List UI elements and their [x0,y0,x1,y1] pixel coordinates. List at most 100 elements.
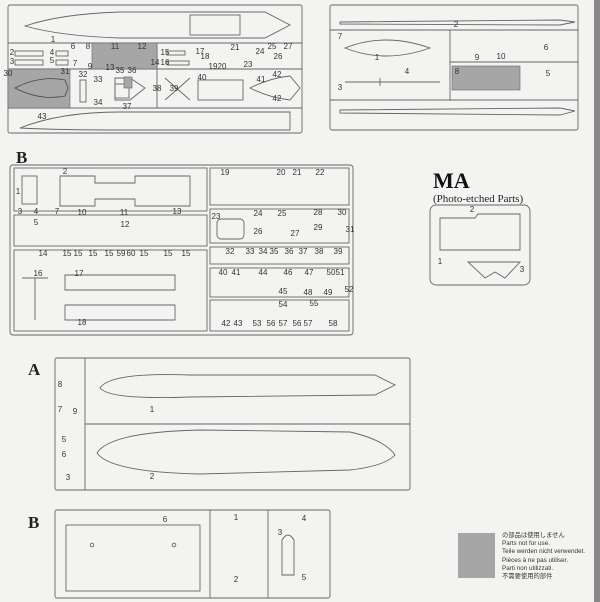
part-number-top-left: 17 [195,47,205,56]
part-number-b-main: 33 [245,247,255,256]
part-number-b-main: 12 [120,220,130,229]
part-number-top-left: 43 [37,112,47,121]
part-number-top-right: 9 [474,53,480,62]
part-number-b-main: 1 [15,187,21,196]
part-number-top-left: 14 [150,58,160,67]
part-number-b-main: 26 [253,227,263,236]
part-number-b-main: 47 [304,268,314,277]
part-number-b-main: 18 [77,318,87,327]
part-number-top-left: 30 [3,69,13,78]
part-number-b-main: 53 [252,319,262,328]
part-number-b-main: 58 [328,319,338,328]
part-number-b-main: 25 [277,209,287,218]
legend-line: Parts not for use. [502,540,550,548]
part-number-b-main: 56 [266,319,276,328]
part-number-b-main: 40 [218,268,228,277]
part-number-b-main: 31 [345,225,355,234]
photo-etched-title: MA [433,168,470,193]
part-number-a: 3 [65,473,71,482]
part-number-b-main: 17 [74,269,84,278]
photo-etched-frame [429,204,531,286]
part-number-top-left: 27 [283,42,293,51]
part-number-b-bottom: 6 [162,515,168,524]
part-number-b-main: 23 [211,212,221,221]
part-number-top-left: 21 [230,43,240,52]
part-number-a: 6 [61,450,67,459]
part-number-top-left: 2 [9,48,15,57]
part-number-top-left: 33 [93,75,103,84]
part-number-top-left: 4 [49,48,55,57]
part-number-top-left: 31 [60,67,70,76]
legend-line: の部品は使用しません [502,532,565,539]
part-number-top-left: 18 [200,52,210,61]
legend-line: 不需要使用的部件 [502,573,553,581]
sprue-letter-a: A [28,360,41,379]
part-number-top-left: 8 [85,42,91,51]
part-number-b-main: 15 [73,249,83,258]
part-number-b-main: 57 [278,319,288,328]
part-number-top-left: 35 [115,66,125,75]
part-number-b-main: 37 [298,247,308,256]
part-number-top-left: 12 [137,42,147,51]
part-number-a: 7 [57,405,63,414]
part-number-top-left: 32 [78,70,88,79]
sprue-frame-b [9,164,354,336]
part-number-b-main: 3 [17,207,23,216]
part-number-photo-etched: 1 [437,257,443,266]
part-number-a: 2 [149,472,155,481]
part-number-top-left: 36 [127,66,137,75]
part-number-top-right: 2 [453,20,459,29]
part-number-b-main: 7 [54,207,60,216]
part-number-top-right: 4 [404,67,410,76]
part-number-top-left: 1 [50,35,56,44]
part-number-b-main: 41 [231,268,241,277]
part-number-b-main: 43 [233,319,243,328]
part-number-b-main: 13 [172,207,182,216]
part-number-top-left: 34 [93,98,103,107]
unused-parts-area-4 [451,65,521,91]
part-number-top-left: 41 [256,75,266,84]
part-number-b-main: 15 [88,249,98,258]
part-number-b-main: 36 [284,247,294,256]
part-number-b-bottom: 3 [277,528,283,537]
part-number-b-main: 20 [276,168,286,177]
part-number-b-main: 52 [344,285,354,294]
part-number-top-left: 3 [9,57,15,66]
part-number-top-left: 9 [87,62,93,71]
part-number-b-main: 32 [225,247,235,256]
unused-parts-area-1 [91,42,158,70]
part-number-b-main: 21 [292,168,302,177]
part-number-top-left: 6 [70,42,76,51]
part-number-top-left: 24 [255,47,265,56]
part-number-b-main: 24 [253,209,263,218]
part-number-b-main: 15 [181,249,191,258]
part-number-b-main: 15 [163,249,173,258]
part-number-top-left: 37 [122,102,132,111]
part-number-top-left: 15 [160,48,170,57]
part-number-b-bottom: 5 [301,573,307,582]
part-number-top-left: 38 [152,84,162,93]
part-number-top-left: 42 [272,94,282,103]
part-number-top-left: 5 [49,56,55,65]
part-number-top-left: 40 [197,73,207,82]
part-number-b-bottom: 1 [233,513,239,522]
part-number-b-main: 54 [278,300,288,309]
part-number-b-main: 2 [62,167,68,176]
part-number-b-main: 60 [126,249,136,258]
part-number-b-main: 49 [323,288,333,297]
part-number-b-main: 51 [335,268,345,277]
part-number-b-main: 35 [269,247,279,256]
part-number-top-right: 5 [545,69,551,78]
part-number-b-main: 30 [337,208,347,217]
part-number-b-main: 50 [326,268,336,277]
part-number-top-left: 13 [105,63,115,72]
part-number-b-main: 16 [33,269,43,278]
sprue-frame-top-right [329,4,579,131]
part-number-top-left: 19 [208,62,218,71]
part-number-b-main: 11 [119,208,129,217]
part-number-b-main: 34 [258,247,268,256]
part-number-top-left: 39 [169,84,179,93]
part-number-b-main: 42 [221,319,231,328]
unused-parts-area-2 [7,68,71,109]
